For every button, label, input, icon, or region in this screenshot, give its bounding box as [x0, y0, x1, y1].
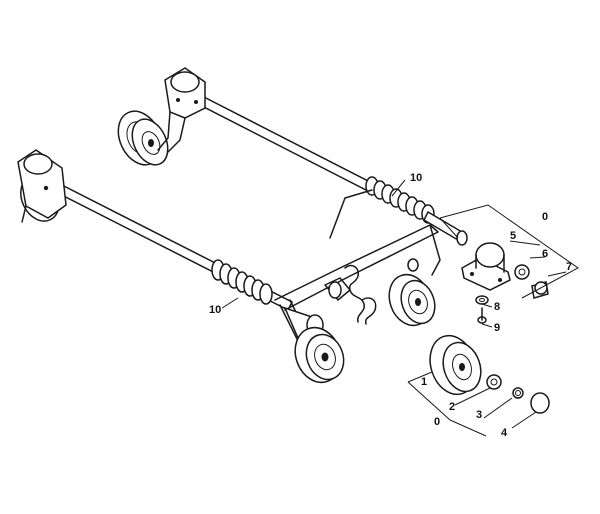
- spring-rear: [329, 176, 435, 239]
- front-left-bracket: [17, 149, 67, 223]
- callout-2: 2: [449, 401, 455, 413]
- callout-6: 6: [542, 248, 548, 260]
- callout-10-upper: 10: [410, 172, 422, 184]
- rear-wheel: [117, 110, 169, 166]
- rear-shaft: [194, 93, 372, 192]
- callout-3: 3: [476, 409, 482, 421]
- callout-0-lower: 0: [434, 416, 440, 428]
- callout-10-lower: 10: [209, 304, 221, 316]
- callout-4: 4: [501, 427, 508, 439]
- screw-part-9: [477, 307, 487, 324]
- spring-front: [211, 259, 273, 305]
- rear-bracket: [157, 67, 206, 153]
- bracket-part-5: [461, 242, 511, 291]
- callout-8: 8: [494, 301, 500, 313]
- cap-part-4: [530, 392, 550, 414]
- bolt-part-7: [531, 281, 549, 299]
- callout-9: 9: [494, 322, 500, 334]
- middle-wheel: [388, 258, 436, 327]
- ring-part-3: [512, 387, 524, 399]
- callout-7: 7: [566, 261, 572, 273]
- callout-labels: 10 10 0 5 6 7 8 9 1 2 3 4 0: [209, 172, 572, 439]
- washer-part-2: [486, 374, 502, 390]
- callout-5: 5: [510, 230, 516, 242]
- callout-1: 1: [421, 376, 427, 388]
- callout-0-upper: 0: [542, 211, 548, 223]
- washer-part-6: [514, 264, 530, 280]
- wheel-part-1: [429, 334, 482, 396]
- rear-shaft-end: [423, 210, 468, 246]
- tension-spring: [324, 264, 377, 325]
- front-right-wheel: [294, 326, 345, 384]
- leader-lines: [221, 179, 579, 437]
- washer-part-8: [475, 295, 489, 305]
